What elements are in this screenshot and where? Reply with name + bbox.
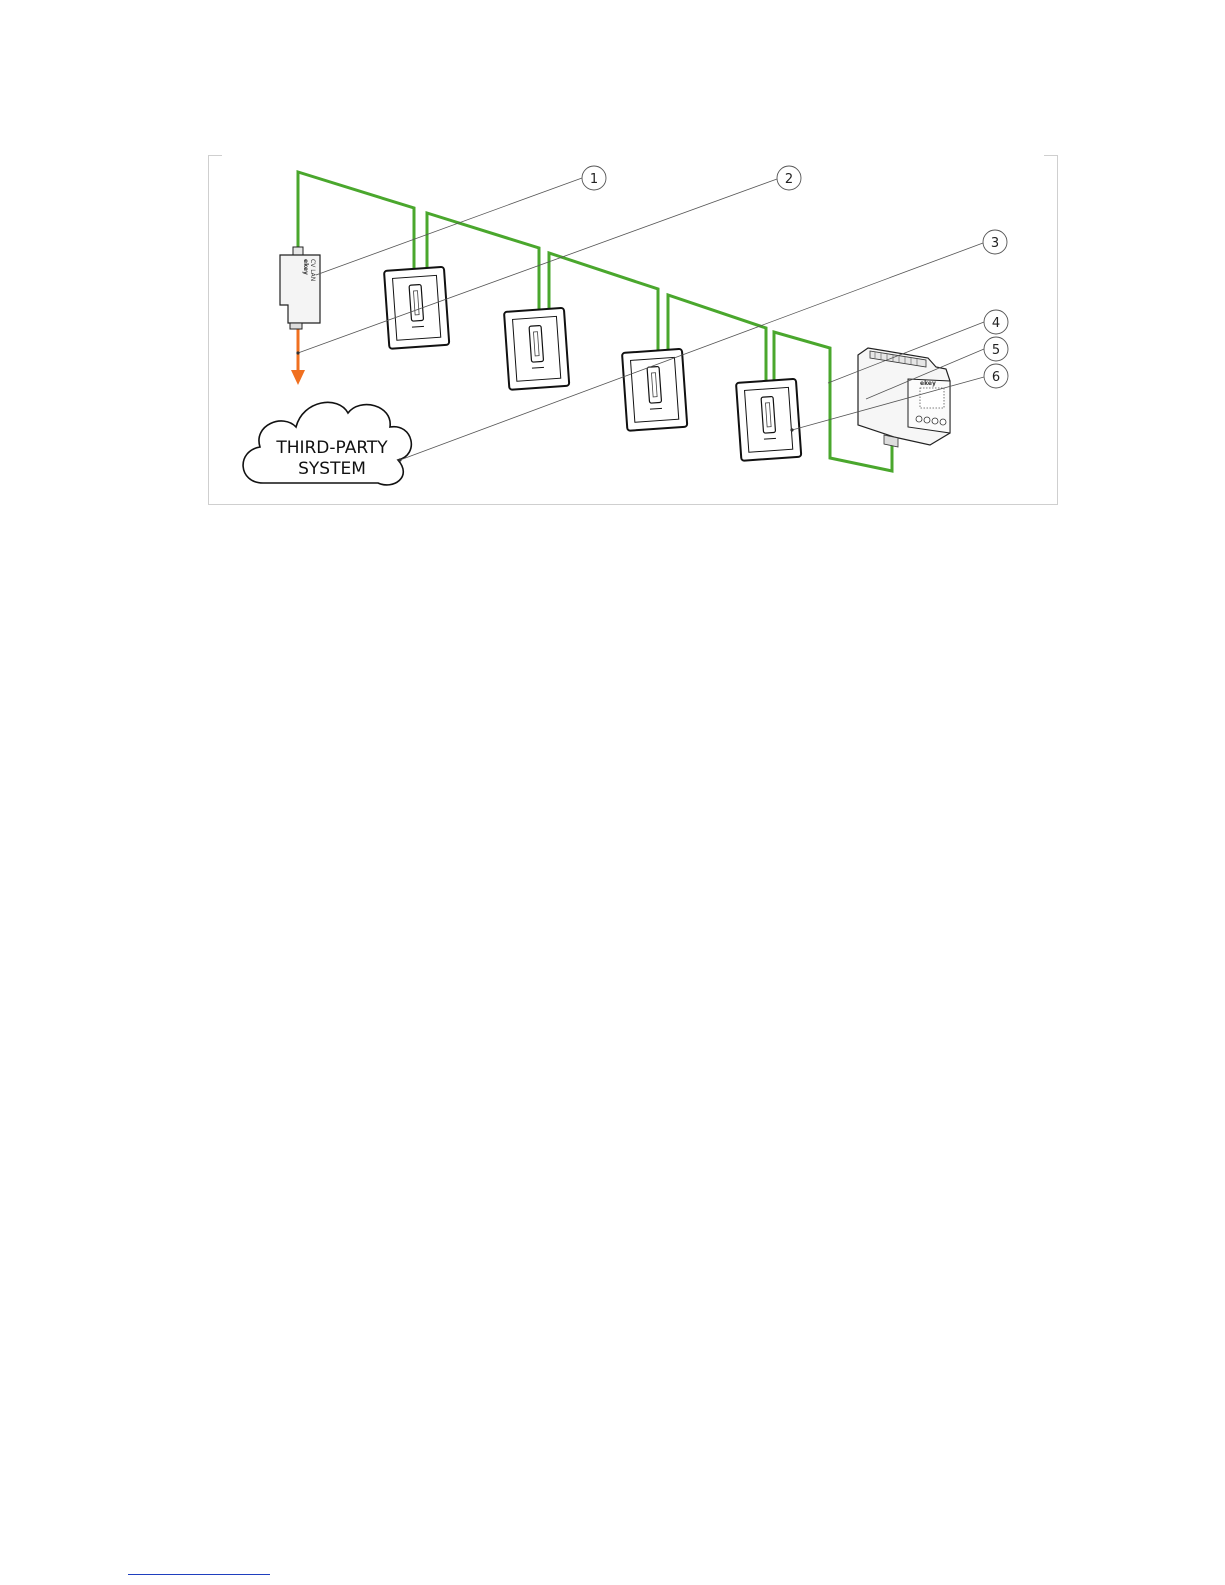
- fingerprint-reader-3: [622, 349, 687, 431]
- system-diagram: THIRD-PARTY SYSTEM CV LAN ekey: [208, 155, 1068, 511]
- callout-3: 3: [983, 230, 1007, 254]
- lan-converter-module: CV LAN ekey: [280, 247, 320, 329]
- callout-4: 4: [984, 310, 1008, 334]
- svg-text:6: 6: [992, 370, 1000, 385]
- fingerprint-reader-4: [736, 379, 801, 461]
- svg-text:1: 1: [590, 172, 598, 187]
- controller-brand: ekey: [920, 380, 936, 387]
- data-arrow: [291, 327, 305, 385]
- footnote-separator: [128, 1574, 270, 1575]
- callout-5: 5: [984, 337, 1008, 361]
- module-label-line2: ekey: [302, 259, 309, 275]
- module-label-line1: CV LAN: [309, 259, 316, 281]
- callout-6: 6: [984, 364, 1008, 388]
- svg-text:5: 5: [992, 343, 1000, 358]
- fingerprint-reader-1: [384, 267, 449, 349]
- control-unit: ekey: [858, 348, 950, 447]
- callout-1: 1: [582, 166, 606, 190]
- svg-text:3: 3: [991, 236, 999, 251]
- cloud-label-line1: THIRD-PARTY: [275, 438, 388, 458]
- callout-2: 2: [777, 166, 801, 190]
- third-party-system-cloud: THIRD-PARTY SYSTEM: [243, 402, 411, 485]
- system-diagram-figure: THIRD-PARTY SYSTEM CV LAN ekey: [208, 155, 1068, 511]
- svg-text:4: 4: [992, 316, 1000, 331]
- cloud-label-line2: SYSTEM: [298, 459, 366, 479]
- svg-text:2: 2: [785, 172, 793, 187]
- fingerprint-reader-2: [504, 308, 569, 390]
